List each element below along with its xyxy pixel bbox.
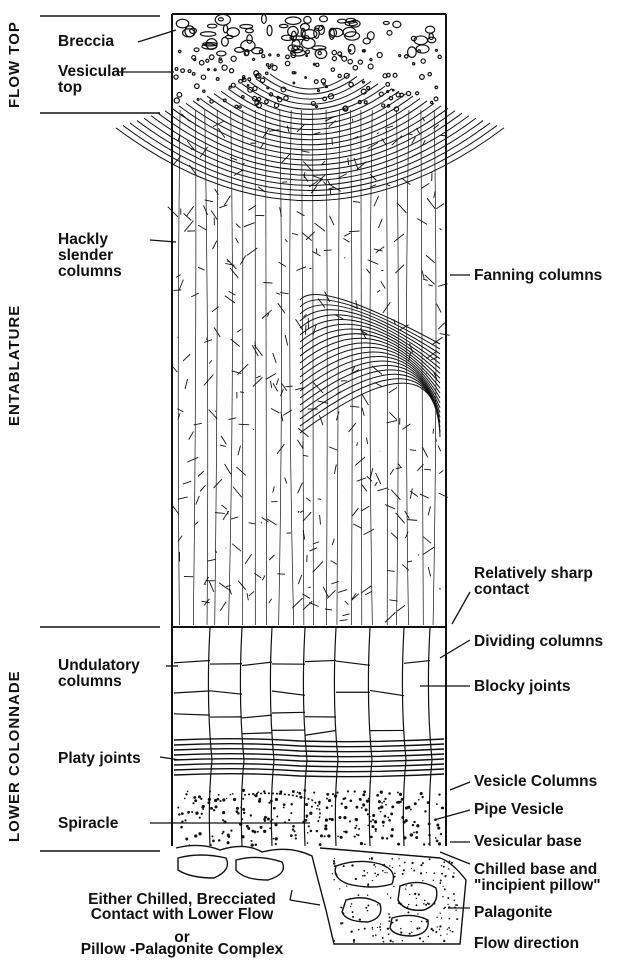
label-chilled-base-line2: "incipient pillow" [474, 878, 601, 894]
zone-label-entablature: ENTABLATURE [6, 305, 23, 426]
label-hackly-line2: slender [58, 248, 113, 264]
label-bottom-line2: Contact with Lower Flow [62, 907, 302, 923]
zone-label-flow-top: FLOW TOP [6, 21, 23, 108]
label-vesicular-top-line2: top [58, 80, 82, 96]
label-fanning-columns: Fanning columns [474, 268, 602, 284]
entablature-verticals [178, 110, 436, 625]
label-flow-direction: Flow direction [474, 936, 579, 952]
label-chilled-base-line1: Chilled base and [474, 862, 597, 878]
label-undulatory-line2: columns [58, 674, 122, 690]
spiracle [244, 793, 320, 822]
platy-joints-texture [174, 739, 444, 777]
label-pipe-vesicle: Pipe Vesicle [474, 802, 564, 818]
flow-top-section [172, 14, 446, 111]
label-hackly-line3: columns [58, 264, 122, 280]
label-hackly-line1: Hackly [58, 232, 108, 248]
label-undulatory-line1: Undulatory [58, 658, 140, 674]
label-dividing-columns: Dividing columns [474, 634, 603, 650]
column-outline [172, 14, 446, 846]
label-vesicular-base: Vesicular base [474, 834, 582, 850]
label-vesicle-columns: Vesicle Columns [474, 774, 597, 790]
blocky-joints [174, 660, 430, 735]
label-relatively-sharp-line2: contact [474, 582, 529, 598]
lower-colonnade-section [172, 627, 446, 847]
zone-label-lower-colonnade: LOWER COLONNADE [6, 670, 23, 842]
label-relatively-sharp-line1: Relatively sharp [474, 566, 593, 582]
label-platy-joints: Platy joints [58, 751, 141, 767]
label-blocky-joints: Blocky joints [474, 679, 570, 695]
label-bottom-line4: Pillow -Palagonite Complex [62, 942, 302, 958]
label-breccia: Breccia [58, 34, 114, 50]
zone-boundary-ticks [40, 16, 160, 851]
label-vesicular-top-line1: Vesicular [58, 64, 126, 80]
label-spiracle: Spiracle [58, 816, 118, 832]
label-palagonite: Palagonite [474, 905, 552, 921]
palagonite-texture [332, 857, 458, 943]
